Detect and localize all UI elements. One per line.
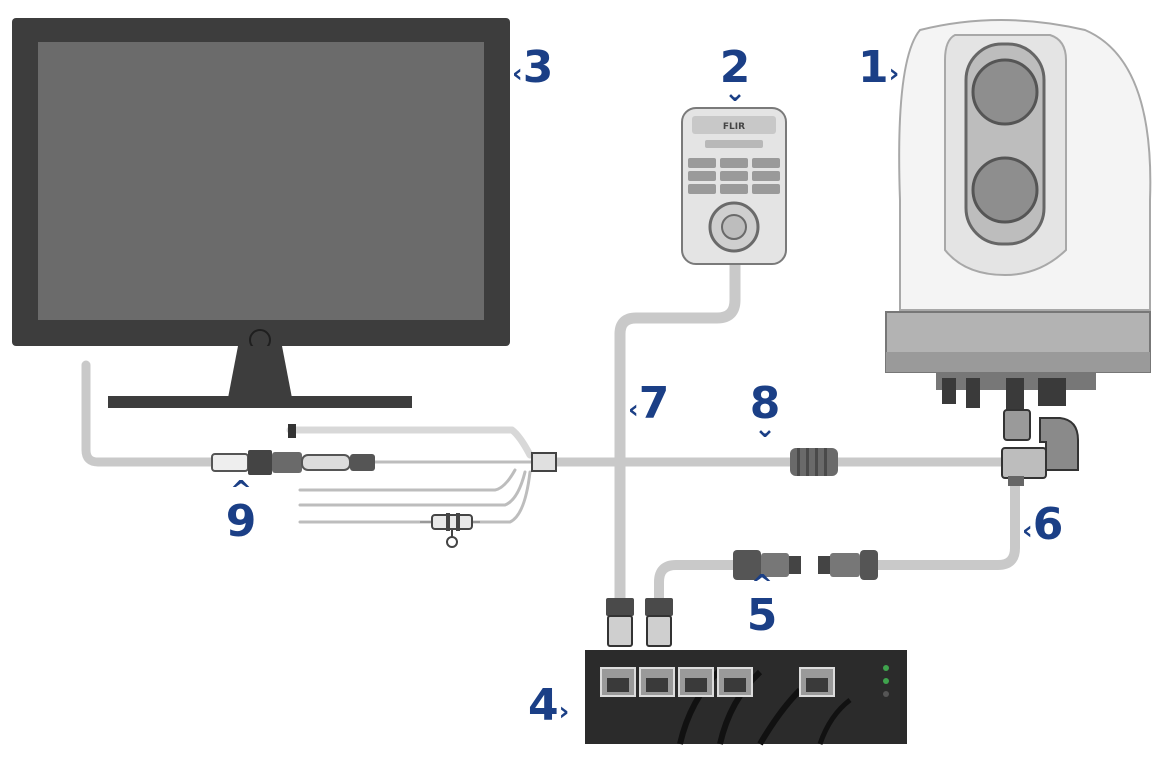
callout-8: 8 ⌄	[748, 378, 782, 444]
callout-8-arrow-icon: ⌄	[754, 414, 776, 444]
monitor-screen	[38, 42, 484, 320]
joystick-controller: FLIR	[681, 107, 787, 265]
camera-lens-top	[971, 58, 1039, 126]
controller-network-cable	[614, 256, 741, 606]
callout-3: ‹3	[512, 46, 553, 90]
callout-6-arrow-icon: ‹	[1022, 516, 1033, 546]
breakout-wire-top	[286, 426, 534, 459]
camera-network-cable	[870, 470, 1020, 570]
callout-9-arrow-icon: ^	[230, 476, 252, 506]
camera-cable-connectors	[1001, 409, 1079, 486]
callout-7-number: 7	[638, 378, 670, 429]
callout-3-arrow-icon: ‹	[512, 59, 523, 89]
callout-2-number: 2	[719, 42, 751, 93]
switch-network-cable	[654, 560, 740, 605]
thermal-camera	[885, 19, 1152, 410]
callout-1-arrow-icon: ›	[888, 59, 900, 89]
callout-1-number: 1	[858, 42, 889, 93]
camera-rear-connectors	[942, 378, 1066, 410]
callout-2: 2 ⌄	[718, 42, 752, 108]
ferrite-core	[790, 448, 838, 476]
callout-9: ^ 9	[224, 478, 258, 544]
callout-7-arrow-icon: ‹	[628, 395, 639, 425]
monitor-base	[108, 396, 412, 408]
breakout-wire-a	[298, 468, 517, 492]
callout-9-number: 9	[225, 496, 257, 547]
video-connector	[211, 450, 375, 475]
network-switch	[585, 650, 907, 746]
callout-4-number: 4	[528, 680, 559, 731]
camera-lens-bottom	[971, 156, 1039, 224]
rj45-plugs	[606, 598, 673, 647]
callout-5: ^ 5	[745, 572, 779, 638]
callout-4: 4›	[528, 684, 569, 728]
callout-5-arrow-icon: ^	[751, 570, 773, 600]
callout-5-number: 5	[746, 590, 778, 641]
switch-status-leds	[883, 665, 889, 697]
switch-ports	[600, 667, 835, 697]
controller-keypad	[688, 158, 780, 194]
callout-2-arrow-icon: ⌄	[724, 78, 746, 108]
callout-6-number: 6	[1032, 499, 1064, 550]
controller-brand-label: FLIR	[723, 122, 745, 132]
callout-1: 1›	[858, 46, 899, 90]
callout-8-number: 8	[749, 378, 781, 429]
callout-3-number: 3	[522, 42, 554, 93]
network-connector-pair	[733, 550, 878, 580]
breakout-wire-b	[298, 470, 527, 507]
monitor	[12, 18, 510, 408]
callout-4-arrow-icon: ›	[558, 697, 570, 727]
breakout-terminations	[288, 424, 557, 548]
callout-6: ‹6	[1022, 503, 1063, 547]
breakout-wire-c	[298, 470, 532, 524]
monitor-video-cable	[81, 360, 217, 467]
monitor-stand	[228, 346, 292, 398]
callout-7: ‹7	[628, 382, 669, 426]
cables	[81, 256, 1020, 606]
